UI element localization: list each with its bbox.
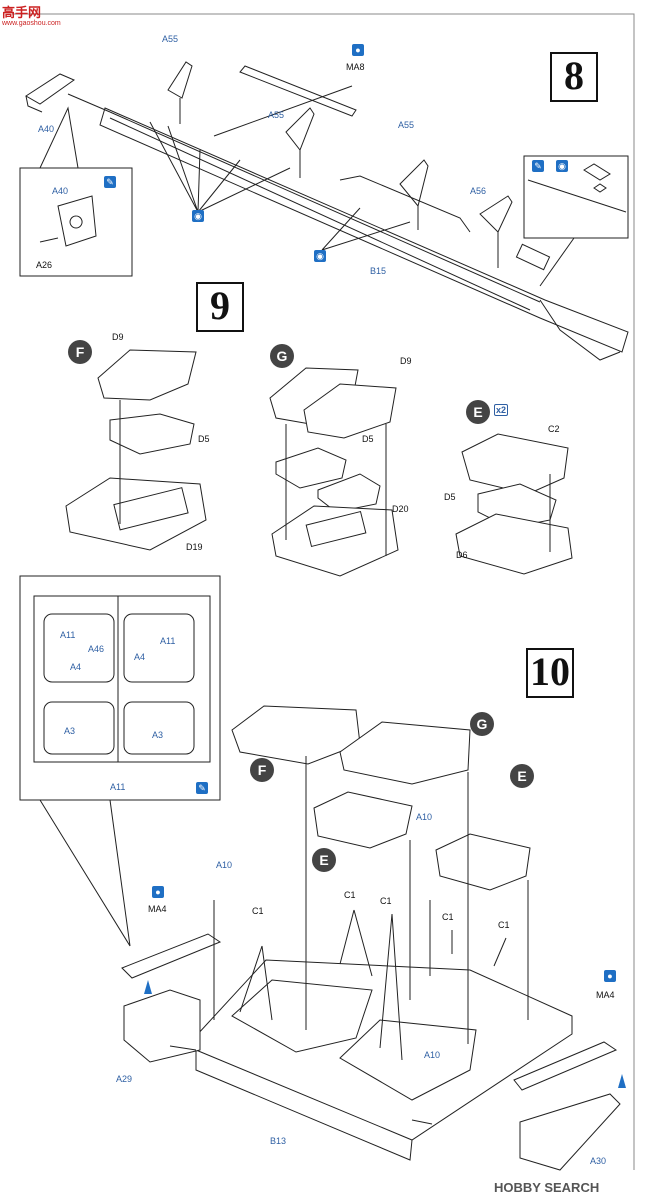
label-b13: B13 [270,1136,287,1146]
label-a40-main: A40 [38,124,55,134]
glue-icon: ◉ [556,160,568,172]
footer-brand: HOBBY SEARCH [494,1180,600,1195]
part-a40-detail [57,195,97,247]
arrow-a40 [67,93,111,113]
label-a46: A46 [88,644,105,654]
label-a4-left: A4 [70,662,82,672]
label-d19: D19 [186,542,203,552]
label-ma4-right: MA4 [596,990,615,1000]
watermark-site: 高手网 [2,5,42,20]
assembly-group-e [455,433,573,575]
label-ma8: MA8 [346,62,365,72]
rail-ma8 [239,65,357,117]
label-a55-3: A55 [398,120,415,130]
label-ma4-left: MA4 [148,904,167,914]
label-a10-mid: A10 [424,1050,441,1060]
label-a11-right: A11 [160,636,176,646]
label-a29: A29 [116,1074,133,1084]
brush-icon: ✎ [532,160,544,172]
brush-icon: ✎ [196,782,208,794]
label-c1-a: C1 [252,906,264,916]
label-a3-right: A3 [152,730,164,740]
label-c1-c: C1 [380,896,392,906]
callout-pointer [39,799,131,947]
hull-part-b13 [121,933,621,1171]
lid-group-e-2 [435,833,531,891]
bracket-a55-3 [399,159,429,230]
rail-ma4-left [121,933,222,979]
watermark-url: www.gaoshou.com [2,20,61,27]
label-b15: B15 [370,266,387,276]
part-a29 [123,989,201,1063]
label-a10-left: A10 [216,860,233,870]
assembly-group-g [269,367,399,577]
lid-group-g [339,721,471,785]
label-a30: A30 [590,1156,607,1166]
step-number-9: 9 [196,282,244,332]
label-a3-left: A3 [64,726,76,736]
label-a55-2: A55 [268,110,285,120]
label-d20: D20 [392,504,409,514]
page-frame-line [12,13,635,1170]
bracket-a56 [479,195,513,268]
step10-f-badge: F [250,758,274,782]
bracket-a55-1 [167,61,193,124]
step-number-10: 10 [526,648,574,698]
label-a56: A56 [470,186,487,196]
part-a30 [519,1093,621,1171]
group-f-badge: F [68,340,92,364]
label-a26: A26 [36,260,53,270]
group-g-badge: G [270,344,294,368]
label-d5-f: D5 [198,434,210,444]
label-a11-left: A11 [60,630,76,640]
brush-icon: ✎ [104,176,116,188]
label-c1-d: C1 [442,912,454,922]
detail-box-a40 [19,167,133,277]
label-c1-e: C1 [498,920,510,930]
detail-box-step10 [19,575,221,801]
step-number-8: 8 [550,52,598,102]
lid-group-e-1 [313,791,413,849]
paint-drop-icon: ● [604,970,616,982]
detail-box-hinge [523,155,629,239]
arrow-blue-left [144,980,152,994]
glue-icon: ◉ [314,250,326,262]
label-a40-detail: A40 [52,186,69,196]
part-a40 [25,73,76,113]
step10-e-badge-1: E [312,848,336,872]
label-a11-bottom: A11 [110,782,126,792]
detail-floor-view [33,595,211,763]
label-a10-top: A10 [416,812,433,822]
paint-drop-icon: ● [152,886,164,898]
label-c2: C2 [548,424,560,434]
label-d5-g: D5 [362,434,374,444]
hull-rail-part-b15 [99,107,629,361]
step10-g-badge: G [470,712,494,736]
label-a4-right: A4 [134,652,146,662]
label-c1-b: C1 [344,890,356,900]
watermark-logo: 高手网 www.gaoshou.com [2,2,61,27]
label-d5-e: D5 [444,492,456,502]
assembly-group-f [65,349,207,551]
label-d9-g: D9 [400,356,412,366]
group-e-badge: E [466,400,490,424]
arrow-blue-right [618,1074,626,1088]
label-d6: D6 [456,550,468,560]
rail-ma4-right [513,1041,618,1091]
label-d9-f: D9 [112,332,124,342]
bracket-a55-2 [285,107,315,178]
arrow-ma8 [213,85,353,137]
paint-drop-icon: ● [352,44,364,56]
label-a55-1: A55 [162,34,179,44]
step10-e-badge-2: E [510,764,534,788]
group-e-multiplier: x2 [494,404,509,416]
glue-icon: ◉ [192,210,204,222]
